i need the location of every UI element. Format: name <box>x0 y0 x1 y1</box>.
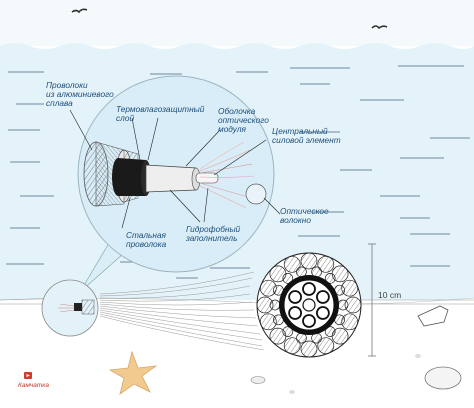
optical-module-tube <box>315 290 330 304</box>
pebble <box>289 390 295 394</box>
fiber-detail-circle <box>245 183 267 205</box>
label-optical-fiber: Оптическое волокно <box>280 206 331 225</box>
sky <box>0 0 474 46</box>
small-cable-detail <box>58 299 95 315</box>
leader-lines <box>69 109 281 229</box>
steel-wire-strand <box>324 326 336 337</box>
pebble <box>424 366 462 390</box>
boat-outline <box>417 305 449 327</box>
aluminum-wire-strand <box>300 340 318 358</box>
pebble <box>415 354 421 358</box>
steel-wire-strand <box>324 273 336 284</box>
label-hydrophobic-filler: Гидрофобный заполнитель <box>185 224 242 243</box>
brand-logo: Камчатка <box>18 372 49 389</box>
label-optical-module-sheath: Оболочка оптического модуля <box>218 106 271 134</box>
optical-module-tube <box>302 282 316 296</box>
optical-module-tube <box>288 306 303 320</box>
steel-wire-strand <box>337 299 349 311</box>
aluminum-wire-strand <box>300 252 318 270</box>
aluminum-wire-strand <box>317 255 335 273</box>
water-lines <box>6 65 470 279</box>
aluminum-wire-strand <box>317 337 335 355</box>
scale-bar <box>368 243 376 357</box>
optical-module-tube <box>315 306 330 320</box>
scale-label: 10 cm <box>378 290 401 300</box>
optical-fibers <box>199 141 255 209</box>
starfish-icon <box>108 350 158 395</box>
seagull-icon <box>371 25 388 30</box>
steel-wire-strand <box>282 273 294 284</box>
optical-module-tube <box>302 314 316 328</box>
seagull-icon <box>71 8 88 14</box>
label-central-member: Центральный силовой элемент <box>272 126 341 145</box>
steel-wire-strand <box>269 299 281 311</box>
label-aluminum-wires: Проволоки из алюминиевого сплава <box>46 80 116 108</box>
cable-cross-section <box>256 252 362 358</box>
aluminum-wire-strand <box>283 255 301 273</box>
cable-cutaway <box>83 141 267 209</box>
steel-wire-strand <box>282 326 294 337</box>
label-moisture-layer: Термовлагозащитный слой <box>116 104 207 123</box>
optical-module-tube <box>288 290 303 304</box>
brand-name: Камчатка <box>18 382 49 389</box>
label-steel-wire: Стальная проволока <box>126 230 168 249</box>
pebble <box>250 376 266 384</box>
aluminum-wire-strand <box>283 337 301 355</box>
